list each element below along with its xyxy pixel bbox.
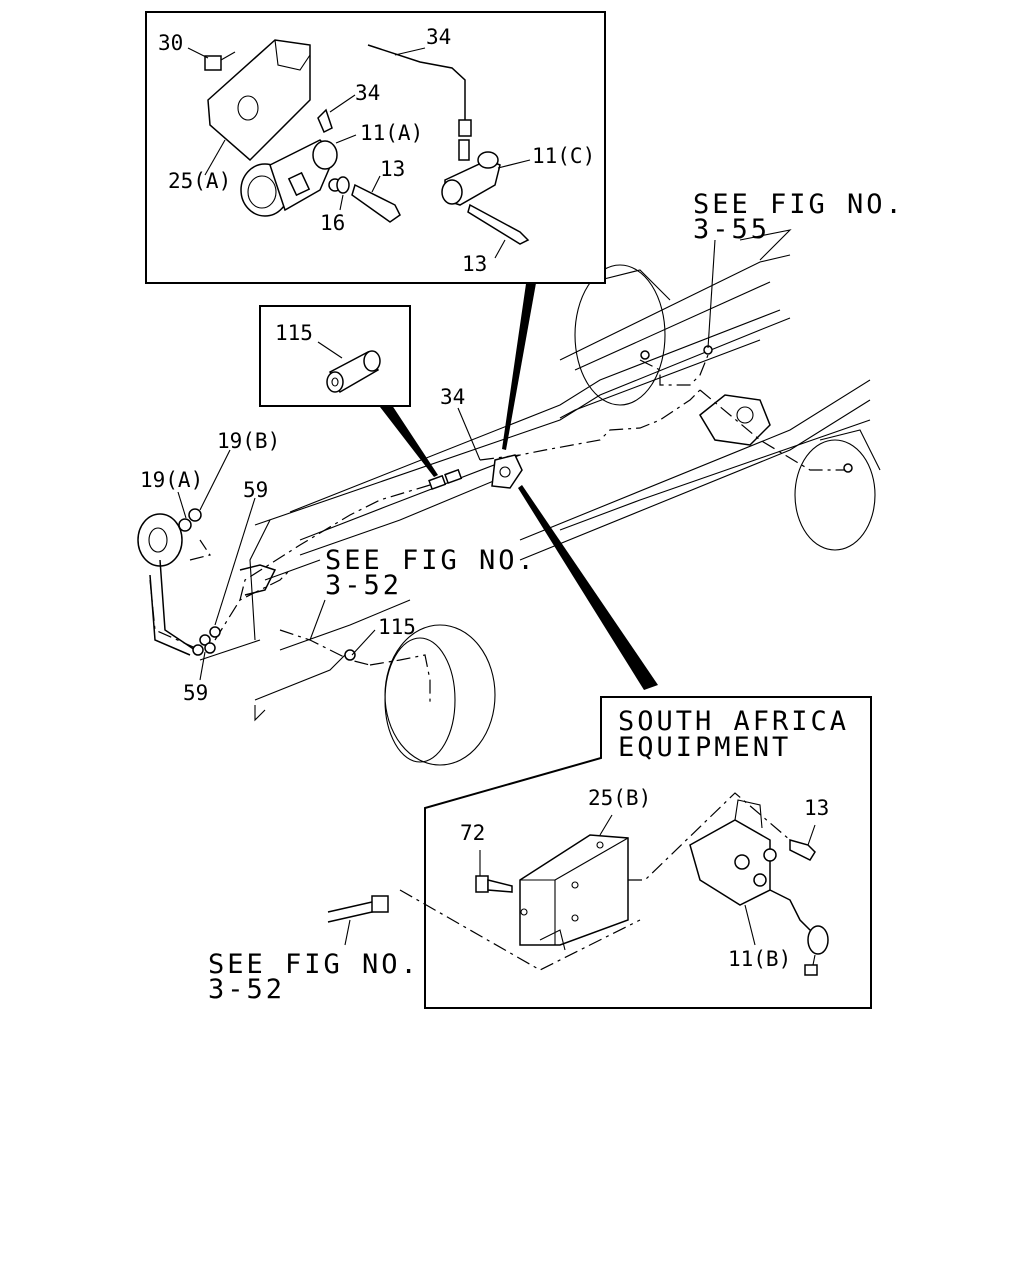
label-11b: 11(B): [728, 947, 791, 971]
chassis-frame: [137, 229, 881, 766]
frame-fittings: [178, 345, 853, 661]
ref-see-fig-355-line1: SEE FIG NO.: [693, 189, 905, 220]
ref-see-fig-355-line2: 3-55: [693, 214, 770, 245]
main-labels: 34 19(B) 19(A) 59 59 115 SEE FIG NO. 3-5…: [140, 189, 905, 705]
part-115-inset: 115: [259, 305, 411, 407]
label-59-bottom: 59: [183, 681, 208, 705]
label-19b: 19(B): [217, 429, 280, 453]
top-inset: 30 34 34 11(A) 25(A) 13 16 11(C) 13: [145, 11, 606, 284]
label-11c: 11(C): [532, 144, 595, 168]
label-13-b: 13: [462, 252, 487, 276]
label-34-mid: 34: [355, 81, 380, 105]
south-africa-title-line1: SOUTH AFRICA: [618, 706, 849, 737]
label-30: 30: [158, 31, 183, 55]
label-19a: 19(A): [140, 468, 203, 492]
brake-lines: [149, 349, 850, 705]
south-africa-inset: SOUTH AFRICA EQUIPMENT 25(B) 72 13 11(B): [327, 696, 872, 1009]
label-59-top: 59: [243, 478, 268, 502]
ref-see-fig-352b-line1: SEE FIG NO.: [208, 949, 420, 980]
label-34-frame: 34: [440, 385, 465, 409]
label-115-frame: 115: [378, 615, 416, 639]
label-72: 72: [460, 821, 485, 845]
label-25b: 25(B): [588, 786, 651, 810]
label-16: 16: [320, 211, 345, 235]
label-11a: 11(A): [360, 121, 423, 145]
label-34-top: 34: [426, 25, 451, 49]
label-25a: 25(A): [168, 169, 231, 193]
callout-pointers: [370, 270, 658, 690]
ref-see-fig-352b-line2: 3-52: [208, 974, 285, 1005]
label-13-c: 13: [804, 796, 829, 820]
ref-see-fig-352a-line1: SEE FIG NO.: [325, 545, 537, 576]
label-115-box: 115: [275, 321, 313, 345]
label-13-a: 13: [380, 157, 405, 181]
ref-see-fig-352a-line2: 3-52: [325, 570, 402, 601]
south-africa-title-line2: EQUIPMENT: [618, 732, 791, 763]
